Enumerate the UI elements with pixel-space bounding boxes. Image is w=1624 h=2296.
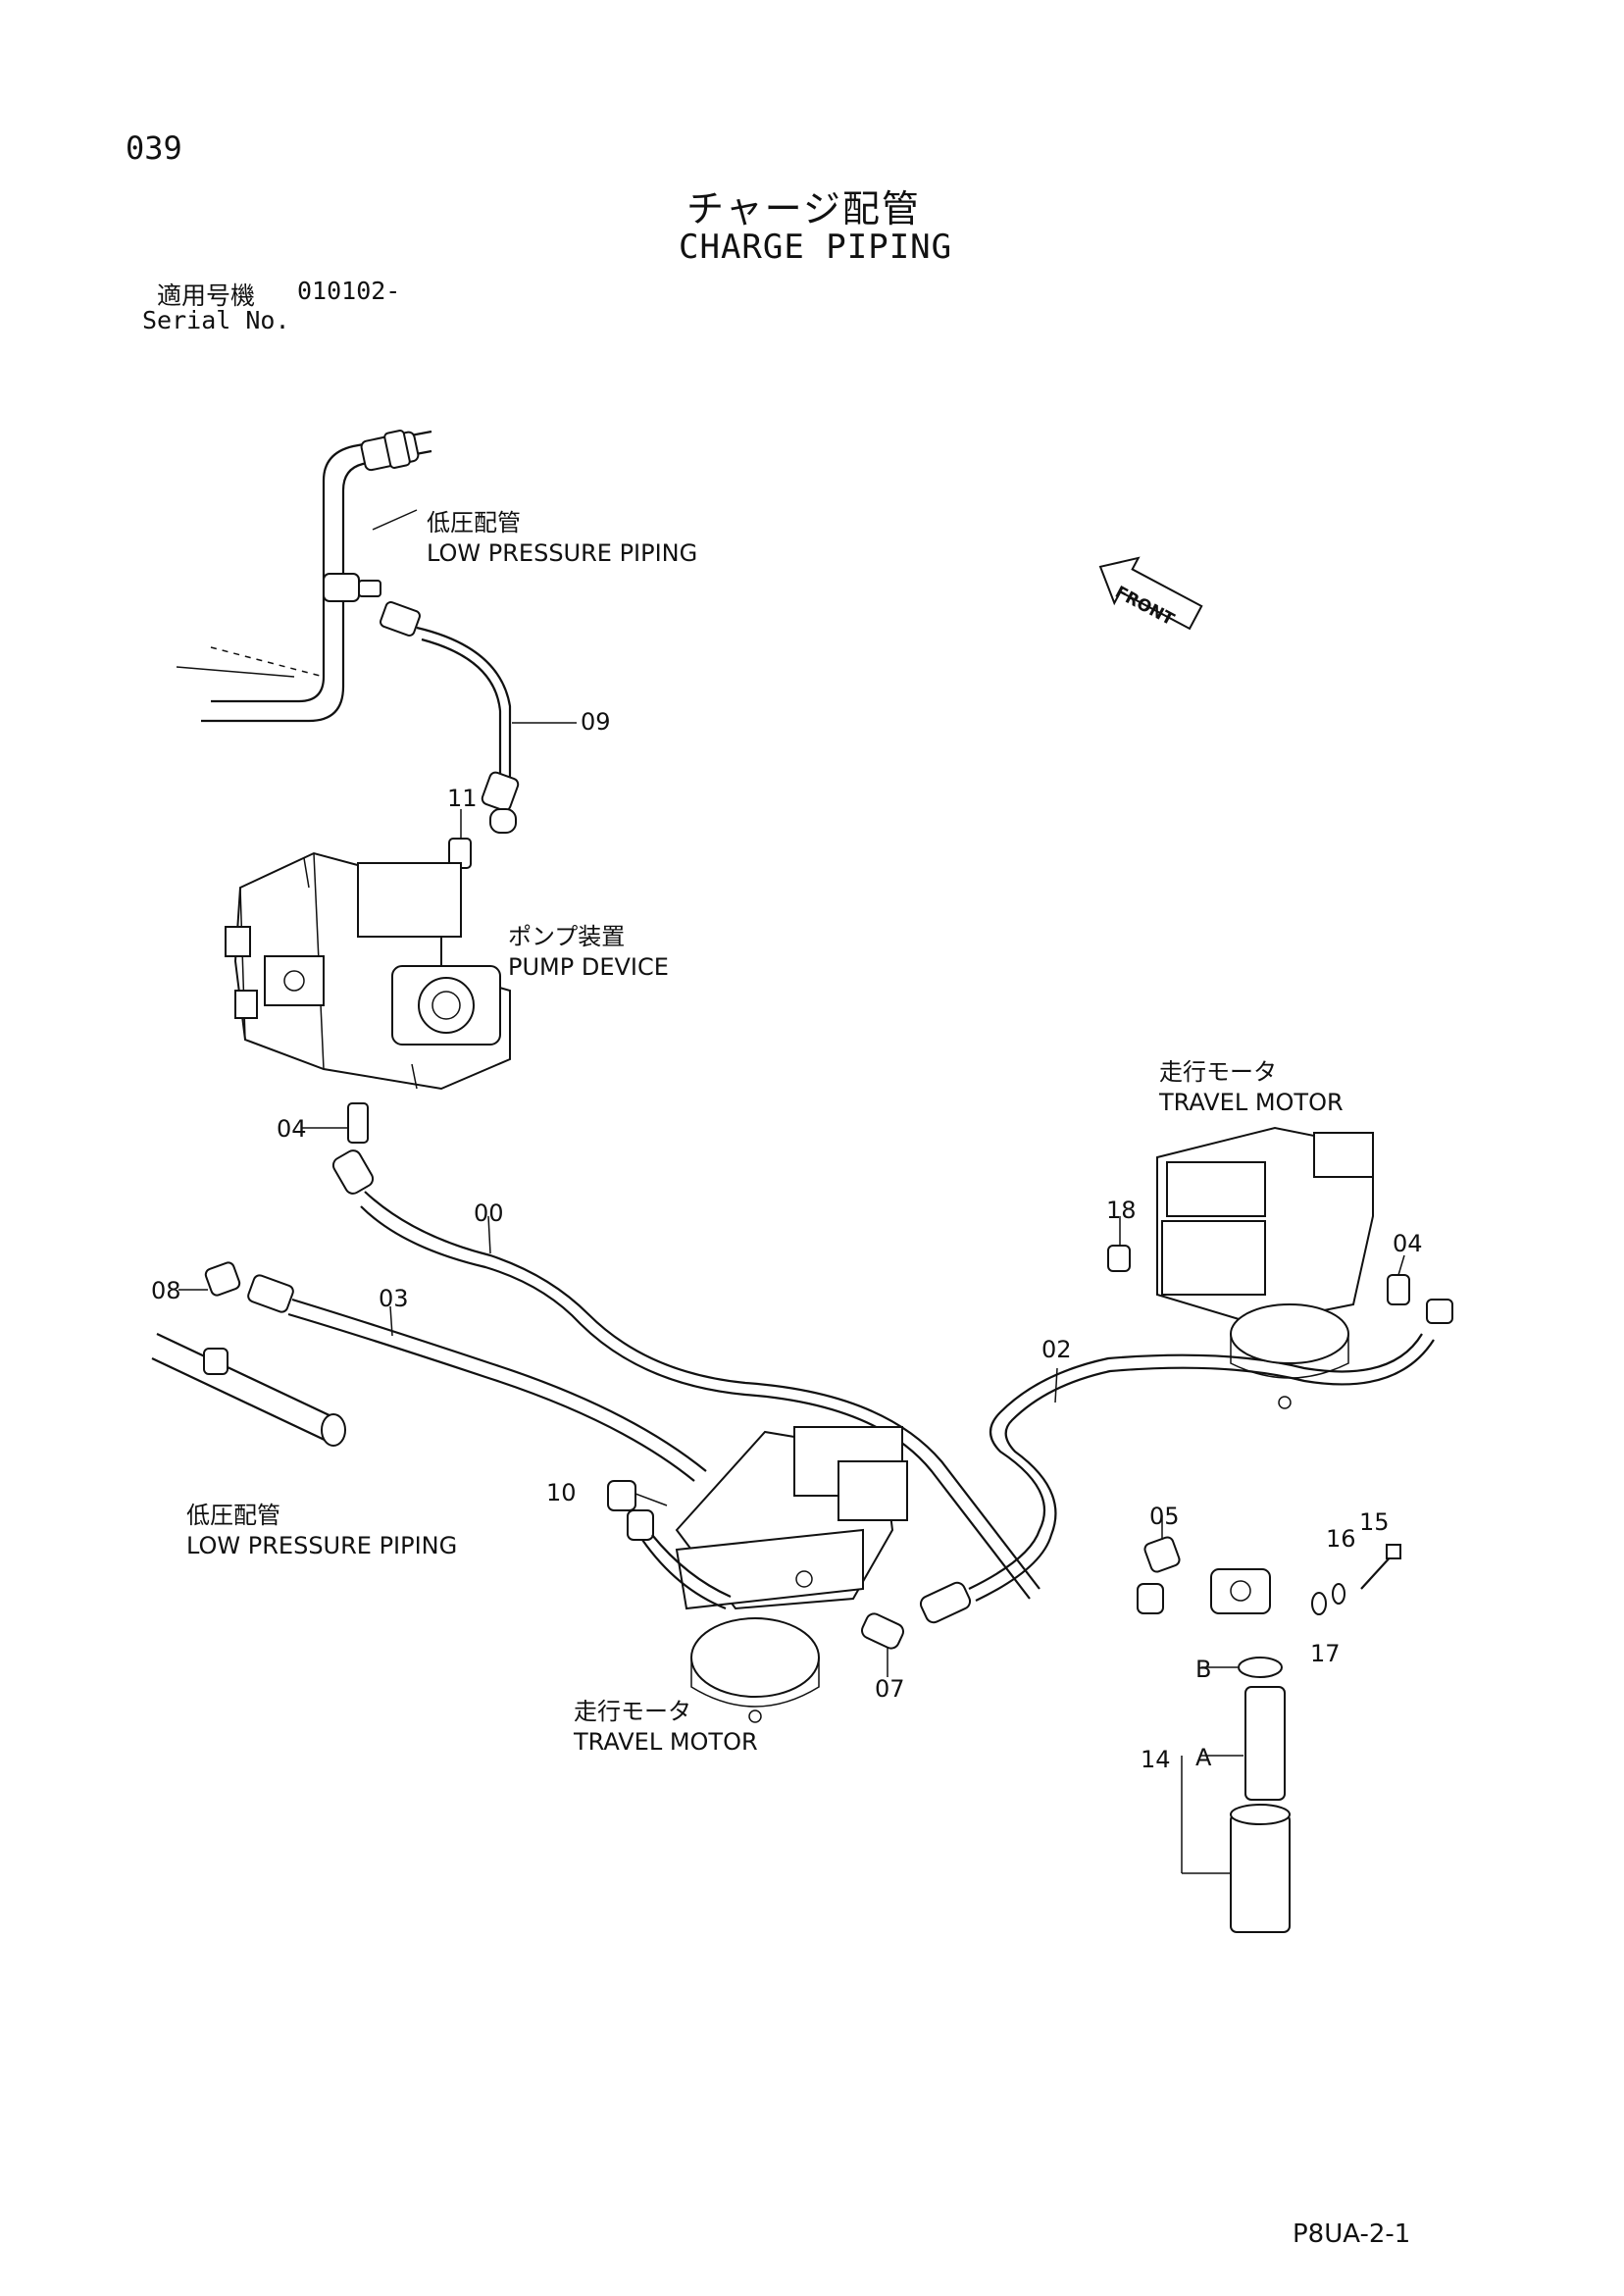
travel-motor-right-label-ja: 走行モータ [1159, 1058, 1277, 1086]
page-footer-code: P8UA-2-1 [1293, 2219, 1411, 2249]
part-number-10: 10 [546, 1479, 577, 1506]
part-label-a: A [1195, 1744, 1212, 1771]
o-ring-17 [1311, 1592, 1327, 1615]
low-pressure-pipe-bottom [151, 1333, 346, 1447]
part-number-17: 17 [1310, 1640, 1341, 1667]
hose-09 [323, 573, 577, 834]
page-number: 039 [126, 129, 182, 167]
low-pressure-piping-top-label: LOW PRESSURE PIPING [427, 539, 698, 567]
part-number-11: 11 [447, 785, 478, 812]
hose-02 [919, 1333, 1435, 1624]
fitting-10 [607, 1480, 732, 1610]
low-pressure-piping-bottom-label: LOW PRESSURE PIPING [186, 1532, 458, 1559]
low-pressure-piping-bottom-label-ja: 低圧配管 [186, 1502, 280, 1529]
serial-label-japanese: 適用号機 [157, 281, 256, 310]
part-number-08: 08 [151, 1277, 181, 1304]
pump-device [225, 851, 511, 1091]
part-number-16: 16 [1326, 1525, 1356, 1553]
travel-motor-right [1107, 1126, 1374, 1409]
part-label-b: B [1195, 1656, 1212, 1683]
page-title-japanese: チャージ配管 [686, 187, 921, 230]
part-number-05: 05 [1149, 1503, 1180, 1530]
filter-assembly [1181, 1568, 1291, 1933]
low-pressure-pipe-top [176, 430, 432, 723]
fitting-08 [178, 1261, 241, 1297]
part-number-04-pump: 04 [277, 1115, 307, 1143]
part-number-09: 09 [581, 708, 611, 736]
serial-label: Serial No. [142, 306, 290, 334]
part-number-18: 18 [1106, 1197, 1137, 1224]
fitting-07 [861, 1612, 904, 1677]
travel-motor-right-label: TRAVEL MOTOR [1159, 1089, 1344, 1116]
low-pressure-piping-top-label-ja: 低圧配管 [427, 509, 521, 536]
pump-device-label: PUMP DEVICE [508, 953, 669, 981]
part-number-03: 03 [379, 1285, 409, 1312]
fitting-04-pump [302, 1102, 369, 1144]
fitting-11 [448, 809, 472, 869]
bolt-15 [1360, 1544, 1401, 1590]
part-number-07: 07 [875, 1675, 905, 1703]
serial-number: 010102- [297, 277, 401, 305]
part-number-14: 14 [1141, 1746, 1171, 1773]
travel-motor-bottom-label: TRAVEL MOTOR [574, 1728, 758, 1756]
pump-device-label-ja: ポンプ装置 [508, 923, 626, 950]
part-number-04-motor: 04 [1393, 1230, 1423, 1257]
travel-motor-bottom [627, 1426, 908, 1723]
part-number-02: 02 [1041, 1336, 1072, 1363]
part-number-15: 15 [1359, 1508, 1390, 1536]
fitting-04-motor [1387, 1254, 1453, 1324]
washer-16 [1332, 1583, 1345, 1605]
hose-03 [247, 1274, 707, 1482]
hose-00 [331, 1149, 1040, 1600]
travel-motor-bottom-label-ja: 走行モータ [574, 1698, 691, 1725]
part-number-00: 00 [474, 1199, 504, 1227]
fitting-05 [1137, 1515, 1181, 1614]
front-arrow-icon [1098, 556, 1203, 631]
page-title: CHARGE PIPING [679, 228, 953, 267]
